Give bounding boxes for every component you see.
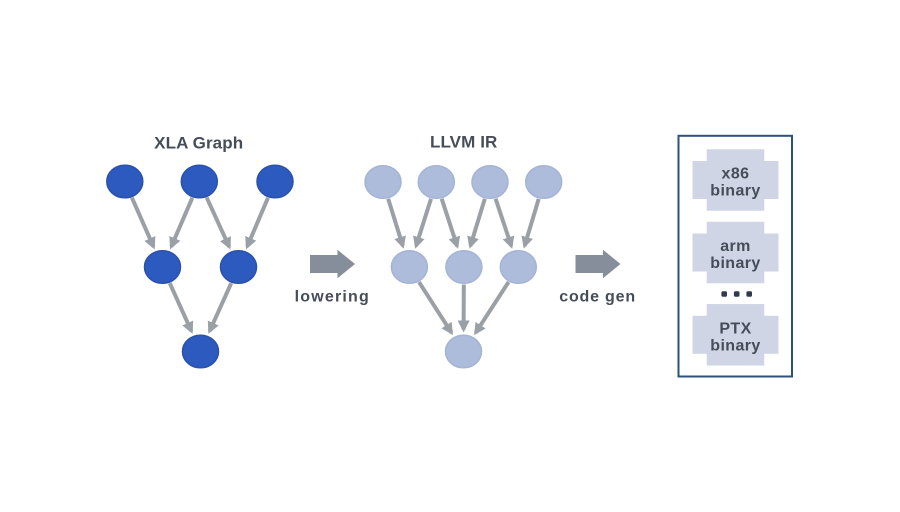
svg-text:lowering: lowering <box>295 289 370 306</box>
svg-text:binary: binary <box>710 183 760 200</box>
svg-text:XLA Graph: XLA Graph <box>154 133 243 152</box>
svg-text:arm: arm <box>720 238 751 255</box>
svg-text:PTX: PTX <box>719 320 751 337</box>
svg-text:LLVM IR: LLVM IR <box>430 133 497 152</box>
svg-text:x86: x86 <box>722 166 750 183</box>
svg-text:binary: binary <box>710 337 760 354</box>
svg-text:binary: binary <box>710 255 760 272</box>
svg-text:code gen: code gen <box>559 289 636 306</box>
